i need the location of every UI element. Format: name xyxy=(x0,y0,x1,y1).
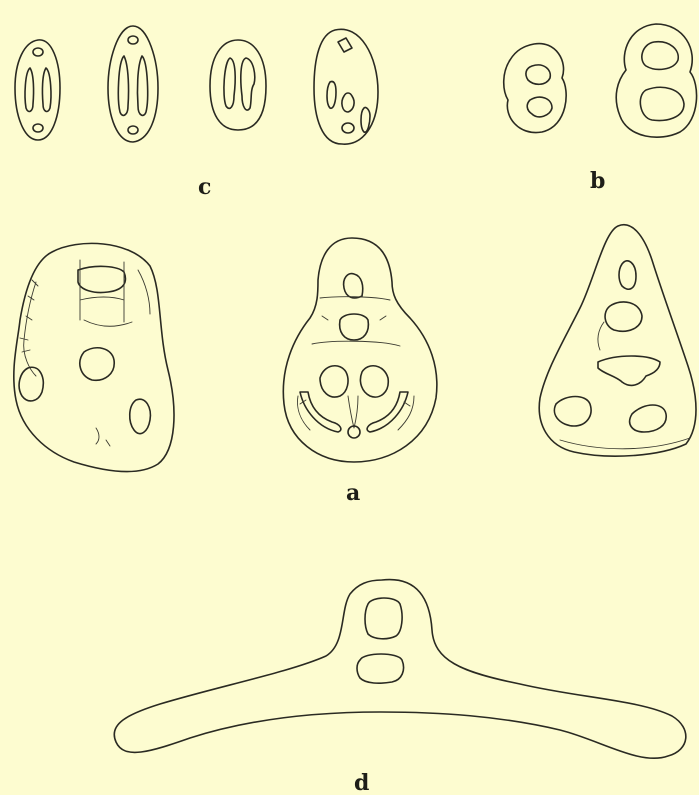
section-c2 xyxy=(108,26,158,142)
section-a2 xyxy=(283,238,437,462)
section-a1 xyxy=(14,243,174,471)
figure-b-group: b xyxy=(504,24,697,194)
section-c3 xyxy=(210,40,266,130)
figure-a-group: a xyxy=(14,225,696,506)
label-c: c xyxy=(198,174,211,200)
section-b2 xyxy=(616,24,696,137)
label-a: a xyxy=(346,480,360,506)
label-d: d xyxy=(354,770,369,795)
figure-c-group: c xyxy=(15,26,378,200)
section-d xyxy=(114,580,686,759)
figure-d-group: d xyxy=(114,580,686,795)
section-c1 xyxy=(15,40,60,140)
label-b: b xyxy=(590,168,605,194)
section-b1 xyxy=(504,44,566,133)
section-c4 xyxy=(314,29,378,144)
section-a3 xyxy=(539,225,696,456)
